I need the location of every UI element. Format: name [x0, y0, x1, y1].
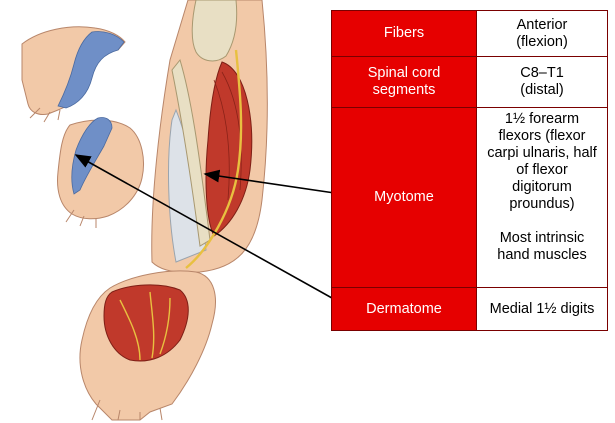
- myotome-value-line-3: carpi ulnaris, half: [487, 145, 597, 161]
- dermatome-value: Medial 1½ digits: [476, 287, 608, 331]
- myotome-label: Myotome: [331, 107, 477, 288]
- fibers-value-line-1: Anterior: [516, 16, 568, 33]
- fibers-label: Fibers: [331, 10, 477, 57]
- spinal-cord-segments-label: Spinal cord segments: [331, 56, 477, 108]
- fibers-value: Anterior (flexion): [476, 10, 608, 57]
- lower-hand-blue-region: [71, 117, 113, 195]
- table-row-dermatome: Dermatome Medial 1½ digits: [331, 287, 608, 331]
- fibers-value-line-2: (flexion): [516, 33, 568, 50]
- myotome-value-line-6: proundus): [509, 196, 575, 212]
- dermatome-arrow: [74, 154, 358, 313]
- lower-hand-dermatome-figure: [57, 117, 144, 228]
- spinal-cord-value-line-1: C8–T1: [520, 65, 564, 81]
- forearm-figure: [151, 0, 268, 273]
- spinal-cord-value-line-2: (distal): [520, 82, 564, 98]
- myotome-value-line-5: digitorum: [512, 179, 572, 195]
- spinal-cord-label-line-2: segments: [372, 82, 436, 98]
- humerus-bone: [191, 0, 238, 62]
- table-row-myotome: Myotome 1½ forearm flexors (flexor carpi…: [331, 107, 608, 288]
- upper-hand-dermatome-figure: [21, 26, 126, 123]
- hand-intrinsic-muscles: [103, 284, 189, 362]
- myotome-value-line-1: 1½ forearm: [504, 111, 580, 127]
- myotome-value-spacer: [481, 213, 603, 230]
- ulnar-nerve: [185, 49, 243, 269]
- myotome-value: 1½ forearm flexors (flexor carpi ulnaris…: [476, 107, 608, 288]
- myotome-value-line-8: Most intrinsic: [499, 230, 585, 246]
- myotome-arrow: [203, 169, 356, 197]
- myotome-value-line-2: flexors (flexor: [498, 128, 586, 144]
- upper-hand-blue-region: [57, 31, 125, 109]
- myotome-value-line-4: of flexor: [516, 162, 568, 178]
- table-row-spinal-cord-segments: Spinal cord segments C8–T1 (distal): [331, 56, 608, 108]
- myotome-value-line-9: hand muscles: [497, 247, 587, 263]
- spinal-cord-segments-value: C8–T1 (distal): [476, 56, 608, 108]
- ulnar-nerve-table: Fibers Anterior (flexion) Spinal cord se…: [331, 10, 608, 331]
- dermatome-label: Dermatome: [331, 287, 477, 331]
- spinal-cord-label-line-1: Spinal cord: [367, 65, 441, 81]
- table-row-fibers: Fibers Anterior (flexion): [331, 10, 608, 57]
- ulna-bone: [171, 58, 211, 247]
- main-hand-figure: [79, 270, 216, 421]
